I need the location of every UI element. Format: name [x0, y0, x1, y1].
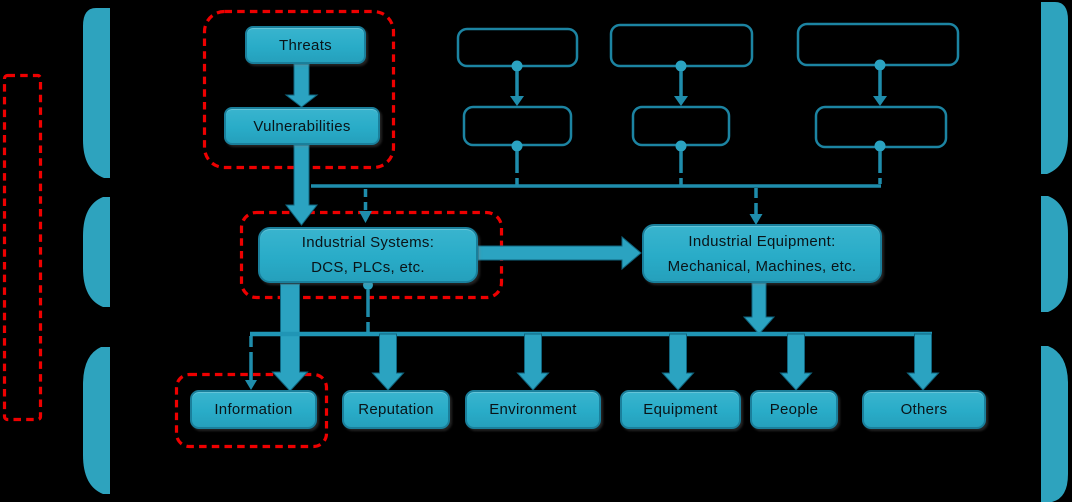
consequence-label: Environment — [489, 401, 577, 418]
consequence-label: Equipment — [643, 401, 718, 418]
consequence-people-node: People — [750, 390, 838, 429]
cause-pair-1-bottom-box — [462, 105, 573, 147]
threats-label: Threats — [279, 36, 332, 54]
consequence-others-node: Others — [862, 390, 986, 429]
highlight-information-outline — [174, 372, 329, 449]
consequence-label: People — [769, 401, 819, 418]
brace-right-top — [1041, 2, 1068, 174]
arrow-industrial-systems-to-industrial-equipment — [477, 235, 642, 271]
arrow-threats-to-vulnerabilities — [284, 63, 319, 108]
cause-pair-1-top-box — [456, 27, 579, 68]
threats-node: Threats — [245, 26, 366, 64]
industrial-equipment-label-line2: Mechanical, Machines, etc. — [667, 257, 857, 275]
brace-right-middle — [1041, 196, 1068, 312]
cause-pair-1-arrow — [510, 71, 524, 106]
industrial-equipment-label-line1: Industrial Equipment: — [688, 232, 836, 250]
brace-left-top — [83, 8, 110, 178]
cause-pair-2-top-box — [609, 23, 754, 68]
brace-right-bottom — [1041, 346, 1068, 502]
consequence-environment-node: Environment — [465, 390, 601, 429]
connector-dot — [511, 140, 523, 152]
industrial-equipment-node: Industrial Equipment: Mechanical, Machin… — [642, 224, 882, 283]
thin-arrow-to-industrial-equipment — [749, 188, 763, 225]
cause-pair-3-arrow — [873, 70, 887, 106]
connector-dot — [874, 59, 886, 71]
cause-pair-2-arrow — [674, 71, 688, 106]
vulnerabilities-label: Vulnerabilities — [253, 117, 351, 135]
arrow-to-equipment — [661, 333, 695, 391]
brace-left-middle — [83, 197, 110, 307]
arrow-to-others — [906, 333, 940, 391]
arrow-to-reputation — [371, 333, 405, 391]
industrial-systems-label-line2: DCS, PLCs, etc. — [311, 259, 425, 276]
dashed-arrow-to-industrial-systems — [359, 189, 372, 223]
consequence-equipment-node: Equipment — [620, 390, 741, 429]
arrow-to-people — [779, 333, 813, 391]
connector-dot — [675, 140, 687, 152]
cause-pair-3-top-box — [796, 22, 960, 67]
arrow-to-environment — [516, 333, 550, 391]
consequence-information-node: Information — [190, 390, 317, 429]
highlight-threat-group-outline — [202, 9, 396, 170]
industrial-systems-label-line1: Industrial Systems: — [301, 234, 435, 251]
brace-left-bottom — [83, 347, 110, 494]
arrow-industrial-systems-to-information — [271, 283, 309, 392]
consequence-reputation-node: Reputation — [342, 390, 450, 429]
connector-dot — [675, 60, 687, 72]
highlight-left-column-outline — [2, 73, 43, 422]
cause-pair-2-bottom-box — [631, 105, 731, 147]
consequence-label: Others — [900, 401, 948, 418]
consequence-label: Reputation — [358, 401, 434, 418]
arrow-industrial-equipment-to-collector — [742, 282, 776, 335]
arrow-vulnerabilities-to-industrial-systems — [284, 144, 319, 226]
vulnerabilities-node: Vulnerabilities — [224, 107, 380, 145]
thin-arrow-to-information — [245, 336, 257, 390]
industrial-systems-node: Industrial Systems: DCS, PLCs, etc. — [258, 227, 478, 283]
connector-dot — [511, 60, 523, 72]
connector-dot — [874, 140, 886, 152]
consequence-label: Information — [214, 401, 293, 418]
